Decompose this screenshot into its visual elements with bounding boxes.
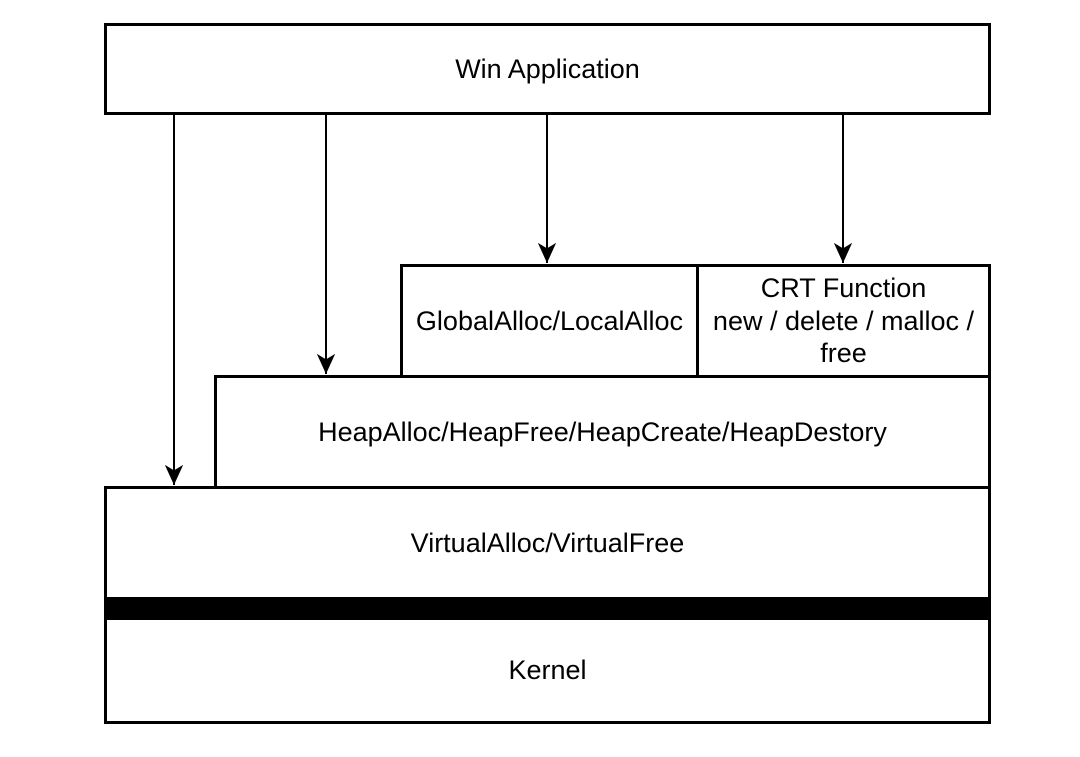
- node-crt-function-label-line1: CRT Function: [760, 273, 927, 304]
- node-crt-function-label-line3: free: [820, 338, 867, 369]
- node-virtualalloc-virtualfree-label: VirtualAlloc/VirtualFree: [410, 527, 685, 558]
- node-crt-function: CRT Function new / delete / malloc / fre…: [696, 264, 991, 378]
- node-virtualalloc-virtualfree: VirtualAlloc/VirtualFree: [104, 486, 991, 600]
- node-globalalloc-localalloc-label: GlobalAlloc/LocalAlloc: [415, 305, 684, 336]
- node-crt-function-label-line2: new / delete / malloc /: [712, 305, 975, 336]
- node-kernel-label: Kernel: [508, 655, 587, 686]
- node-win-application-label: Win Application: [455, 53, 640, 84]
- node-heapalloc-heapfree-label: HeapAlloc/HeapFree/HeapCreate/HeapDestor…: [318, 416, 887, 447]
- node-kernel: Kernel: [104, 617, 991, 724]
- node-heapalloc-heapfree: HeapAlloc/HeapFree/HeapCreate/HeapDestor…: [214, 375, 991, 489]
- user-kernel-boundary-bar: [104, 597, 991, 617]
- node-globalalloc-localalloc: GlobalAlloc/LocalAlloc: [400, 264, 699, 378]
- node-win-application: Win Application: [104, 23, 991, 115]
